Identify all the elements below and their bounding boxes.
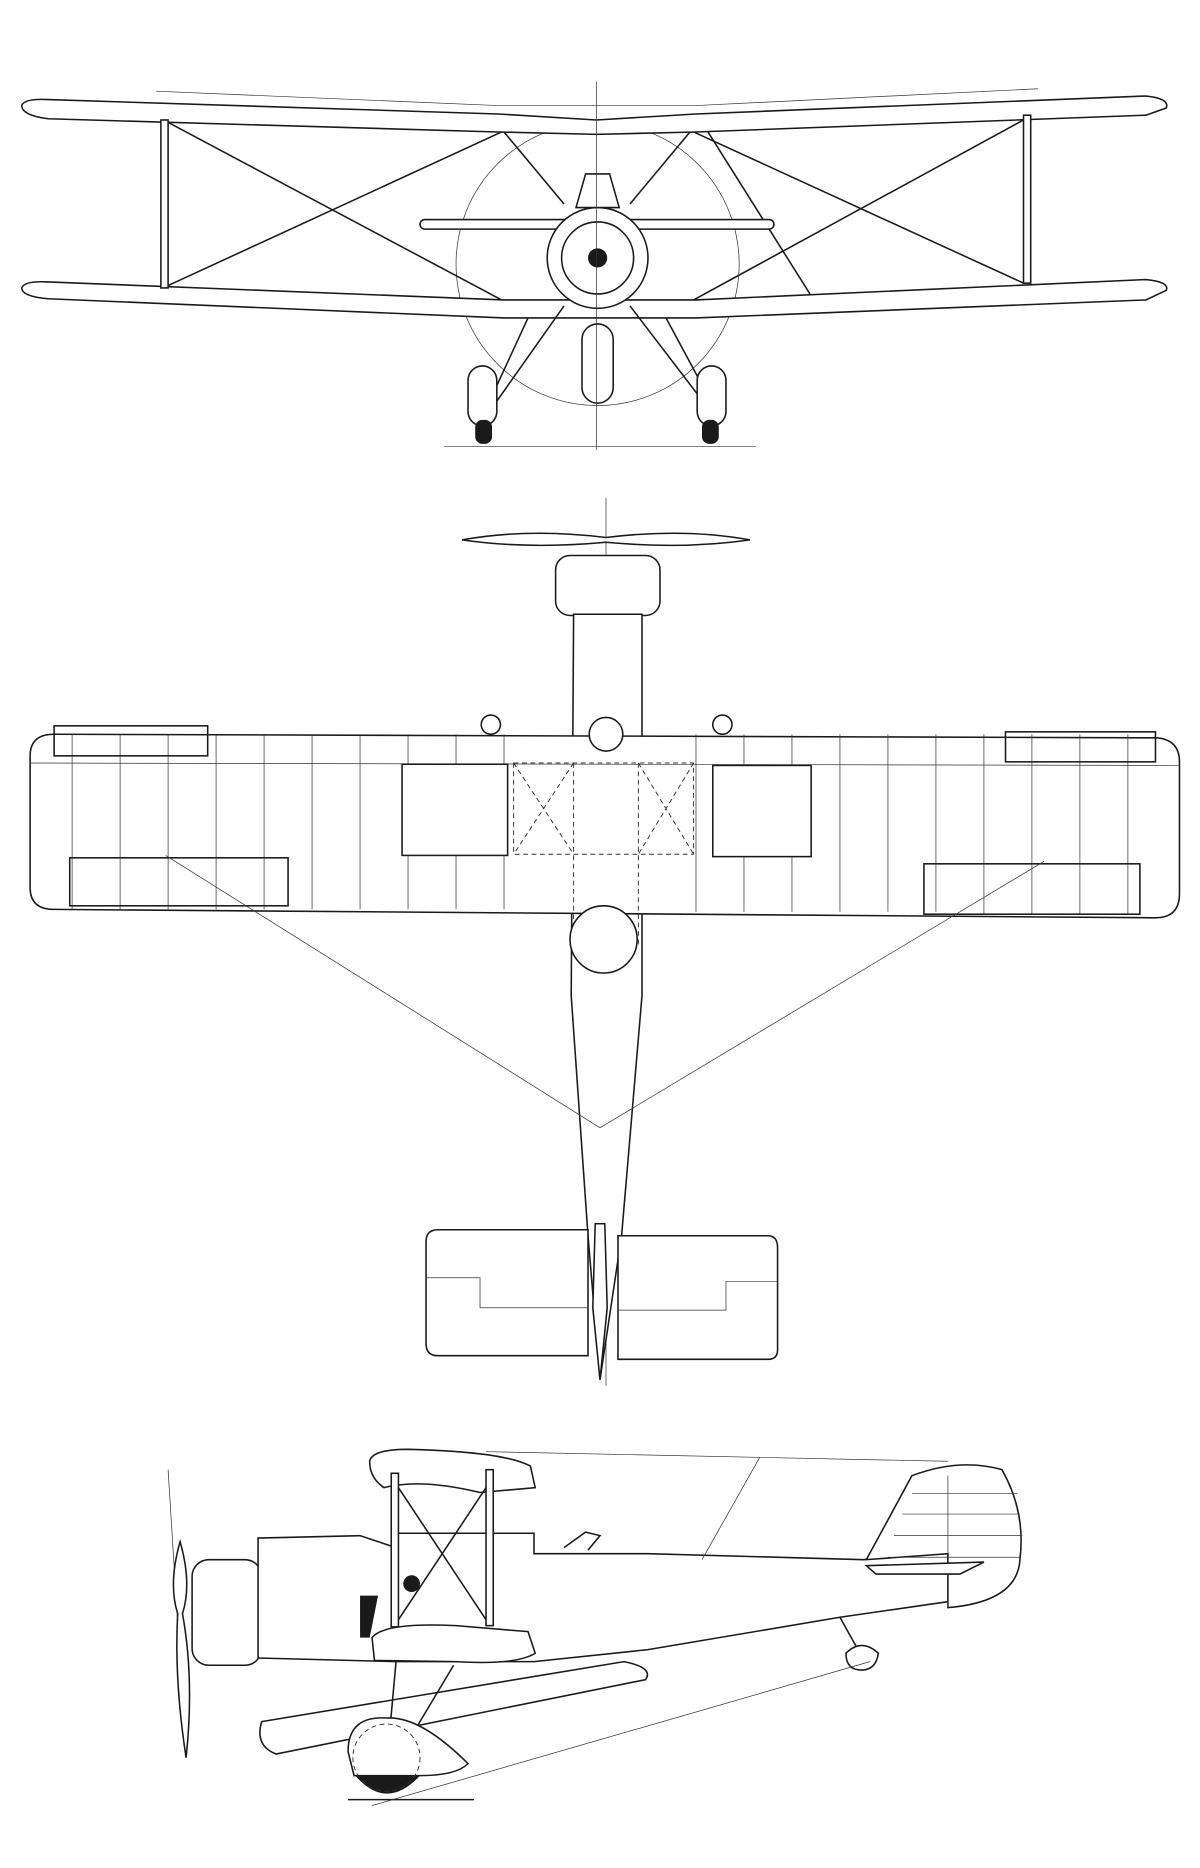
- cowling-side: [191, 1558, 263, 1667]
- torpedo-side: [259, 1660, 649, 1755]
- rudder-top: [592, 1222, 608, 1380]
- aileron-left: [68, 857, 289, 907]
- gun-mount: [563, 1531, 602, 1551]
- flap-box-right: [711, 764, 812, 858]
- roundel-side: [403, 1575, 421, 1593]
- tailplane-top: [425, 1228, 779, 1361]
- cockpit-front: [574, 173, 621, 209]
- engine-hub: [588, 248, 608, 268]
- lower-wing-side: [371, 1624, 537, 1664]
- tailplane-side: [864, 1561, 985, 1575]
- landing-gear-front: [444, 305, 756, 447]
- upper-wing-top: [29, 733, 1181, 919]
- cowling-top: [554, 554, 661, 617]
- top-view: [29, 497, 1181, 1386]
- tail-gear-side: [839, 1616, 880, 1671]
- front-cockpit-top: [588, 716, 624, 752]
- propeller-side: [172, 1538, 191, 1758]
- interplane-struts: [160, 114, 1032, 301]
- lower-wing-front: [20, 278, 1168, 319]
- side-view: [167, 1448, 1023, 1806]
- main-gear-side: [347, 1661, 475, 1801]
- aileron-right: [923, 863, 1141, 915]
- struts-side: [390, 1468, 495, 1628]
- torpedo-front: [581, 323, 614, 404]
- rear-cockpit-top: [569, 905, 638, 974]
- flap-box-left: [401, 763, 509, 857]
- front-view: [20, 81, 1168, 450]
- fin-rudder: [864, 1464, 1022, 1609]
- engine-cylinders: [560, 221, 635, 295]
- upper-wing-front: [20, 95, 1168, 136]
- upper-wing-center-section: [156, 88, 1038, 106]
- propeller-top: [461, 532, 751, 547]
